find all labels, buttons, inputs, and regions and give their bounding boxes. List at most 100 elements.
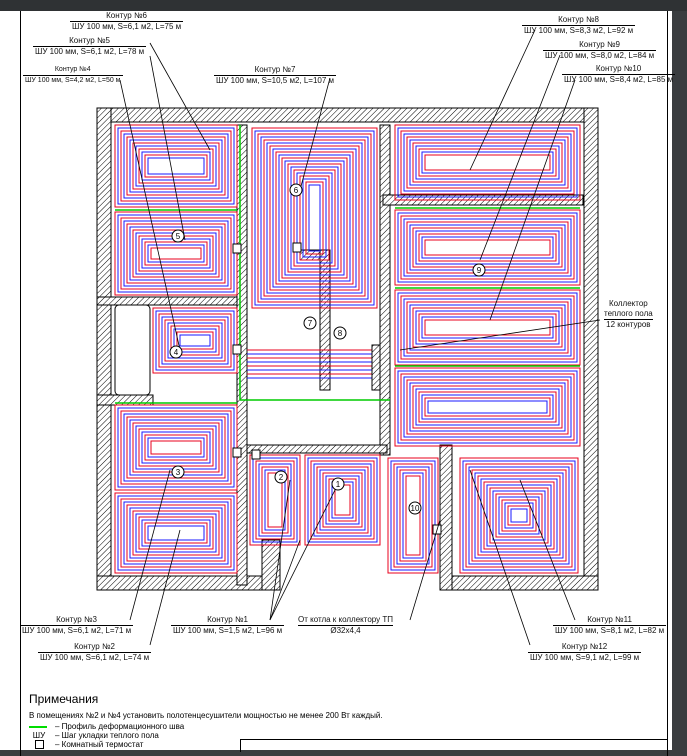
loop-pipe [424,319,551,336]
loop-pipe [150,440,202,455]
leader-line [269,479,341,621]
collector-line3: 12 контуров [606,320,651,329]
loop-pipe [397,127,578,198]
loop-pipe [492,490,546,541]
loop-pipe [299,175,330,261]
loop-pipe [390,460,436,571]
loop-pipe [325,475,360,525]
loop-pipe [424,239,551,256]
loop-pipe [400,373,575,441]
loop-pipe [387,457,439,574]
loop-pipe [400,215,575,280]
bathtub [114,304,151,396]
contour-spec: ШУ 100 мм, S=8,0 м2, L=84 м [543,50,657,60]
loop-pipe [495,493,543,538]
collector-line1: Коллектор [608,299,648,308]
leader-line [479,54,561,261]
loop-pipe [158,313,232,368]
sheet-frame [20,11,668,756]
leader-line [149,55,186,241]
loop-pipe [120,130,232,202]
wall [96,107,112,591]
expansion-joints [115,125,580,535]
loop-pipe [302,178,327,258]
loop-pipe [498,496,540,535]
loop-pipe [287,163,342,273]
loop-pipe [418,313,557,342]
loop-pipe [138,148,214,184]
loop-pipe [477,475,561,556]
loop-pipe [328,478,357,522]
loop-pipe [319,469,366,531]
loop-pipe [267,472,283,528]
legend-text: – Комнатный термостат [55,740,144,750]
loop-pipe [412,307,563,348]
contour-spec: ШУ 100 мм, S=8,1 м2, L=82 м [553,625,667,635]
loop-pipe [412,385,563,429]
contour-spec: ШУ 100 мм, S=8,4 м2, L=85 м [562,74,676,84]
contour-spec: ШУ 100 мм, S=6,1 м2, L=71 м [20,625,134,635]
loop-pipe [418,391,557,423]
notes-title: Примечания [29,692,99,706]
loop-pipe [284,160,345,276]
contour-title: Контур №10 [595,64,642,73]
loop-pipe [400,130,575,195]
loop-pipe [252,457,298,543]
wall [236,124,248,586]
loop-pipe [257,133,372,303]
wall [583,107,599,591]
contour-spec: ШУ 100 мм, S=4,2 м2, L=50 м [23,75,123,84]
contour-spec: ШУ 100 мм, S=8,3 м2, L=92 м [522,25,636,35]
loop-pipe [307,457,378,543]
contour-spec: ШУ 100 мм, S=6,1 м2, L=75 м [70,21,184,31]
leader-line [119,79,181,351]
leader-line [269,479,291,621]
room-mark-circle [408,501,422,515]
loop-pipe [405,475,421,556]
loop-pipe [510,508,528,523]
loop-pipe [322,472,363,528]
wall [439,444,453,591]
loop-pipe [402,472,424,559]
loop-pipe [155,310,235,371]
leader-line [149,42,211,151]
loop-pipe [144,154,208,178]
leader-line [489,79,576,321]
loop-pipe [409,382,566,432]
loop-pipe [474,472,564,559]
room-mark-8: 8 [338,329,343,338]
loop-pipe [421,236,554,259]
loop-pipe [396,466,430,565]
room-mark-5: 5 [176,232,181,241]
loop-pipe [397,212,578,283]
loop-pipe [129,507,223,559]
loop-pipe [427,400,548,414]
loop-pipe [462,460,576,571]
legend-thermostat: – Комнатный термостат [29,740,144,750]
loop-pipe [465,463,573,568]
loop-pipe [264,469,286,531]
loop-pipe [173,328,217,353]
loop-pipe [406,136,569,189]
legend-step: ШУ– Шаг укладки теплого пола [29,731,159,740]
wall [96,296,238,306]
contour-spec: ШУ 100 мм, S=10,5 м2, L=107 м [214,75,337,85]
loop-pipe [132,142,220,190]
room-mark-4: 4 [174,348,179,357]
loop-pipe [258,463,292,537]
loop-pipe [316,466,369,534]
legend-text: – Профиль деформационного шва [55,722,185,732]
loop-pipe [132,422,220,473]
wall [96,575,278,591]
loop-pipe [403,298,572,357]
room-mark-3: 3 [176,468,181,477]
loop-pipe [394,367,581,447]
viewer-toolbar [0,0,687,11]
loop-pipe [263,139,366,297]
loop-pipe [313,463,372,537]
room-mark-circle [331,477,345,491]
